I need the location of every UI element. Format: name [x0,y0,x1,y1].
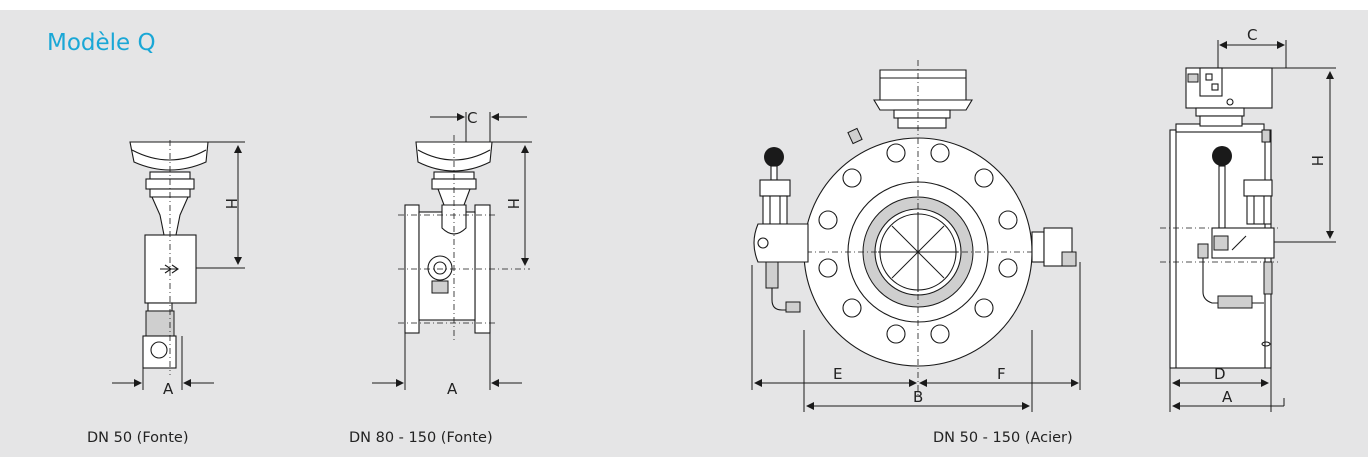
dim-label-d: D [1214,365,1226,383]
drawing-acier-side [1160,40,1336,412]
page-title: Modèle Q [47,30,156,56]
caption-dn50-fonte: DN 50 (Fonte) [87,430,189,446]
dim-label-a: A [447,380,458,398]
drawing-dn80-fonte [372,112,532,390]
dim-label-f: F [997,365,1006,383]
dim-label-h: H [222,198,240,209]
caption-dn50-150-acier: DN 50 - 150 (Acier) [933,430,1073,446]
dim-label-a: A [163,380,174,398]
dim-label-h: H [1308,155,1326,166]
dim-label-a: A [1222,388,1233,406]
caption-dn80-150-fonte: DN 80 - 150 (Fonte) [349,430,493,446]
dim-label-c: C [1247,26,1257,44]
dim-label-e: E [833,365,842,383]
drawing-dn50-fonte [112,140,245,390]
drawing-panel [0,10,1368,457]
dim-label-b: B [913,388,923,406]
dim-label-h: H [504,198,522,209]
dim-label-c: C [467,109,477,127]
drawing-acier-front [751,60,1081,412]
